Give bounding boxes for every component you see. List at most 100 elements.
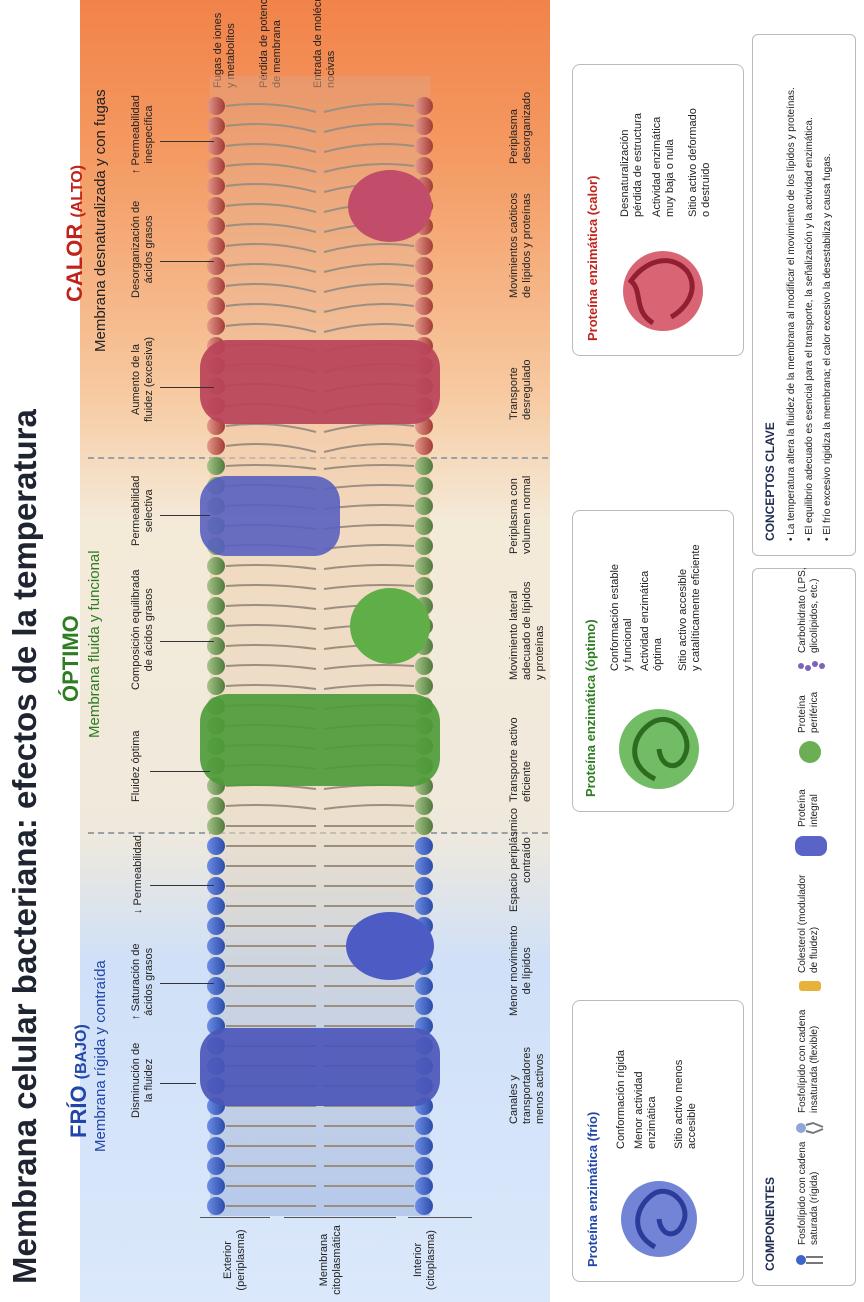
enzyme-card-line: Conformación rígida xyxy=(615,1050,628,1149)
label-cold-permeability: ↓ Permeabilidad xyxy=(132,835,145,914)
legend-carbohydrate: Carbohidrato (LPS, glicolípidos, etc.) xyxy=(797,567,821,653)
phospholipid-head xyxy=(207,457,225,475)
concept-item: • El frío excesivo rigidiza la membrana;… xyxy=(821,41,834,541)
cholesterol-icon xyxy=(797,977,825,995)
phospholipid-head xyxy=(207,857,225,875)
enzyme-card-line: Sitio activo menos accesible xyxy=(673,1060,699,1149)
legend-saturated: Fosfolípido con cadena saturada (rígida) xyxy=(797,1142,821,1245)
legend-cholesterol: Colesterol (modulador de fluidez) xyxy=(797,875,821,973)
label-hot-potential-loss: Pérdida de potencial de membrana xyxy=(258,0,284,88)
phospholipid-head xyxy=(207,997,225,1015)
zone-heading-optimal: ÓPTIMO xyxy=(58,615,84,702)
phospholipid-head xyxy=(415,857,433,875)
label-cold-saturation: ↑ Saturación de ácidos grasos xyxy=(130,944,156,1020)
concept-item: • La temperatura altera la fluidez de la… xyxy=(785,41,798,541)
phospholipid-head xyxy=(415,117,433,135)
phospholipid-head xyxy=(207,297,225,315)
enzyme-card-title: Proteína enzimática (frío) xyxy=(585,1112,600,1267)
phospholipid-head xyxy=(207,657,225,675)
enzyme-card-line: Sitio activo deformado o destruido xyxy=(687,108,713,217)
phospholipid-head xyxy=(207,957,225,975)
label-hot-noxious-entry: Entrada de moléculas nocivas xyxy=(312,0,338,88)
phospholipid-head xyxy=(207,317,225,335)
phospholipid-head xyxy=(207,597,225,615)
carbohydrate-icon xyxy=(797,657,825,675)
phospholipid-head xyxy=(207,557,225,575)
enzyme-card-title: Proteína enzimática (óptimo) xyxy=(583,619,598,797)
zone-subtitle-hot: Membrana desnaturalizada y con fugas xyxy=(92,89,109,352)
phospholipid-head xyxy=(207,977,225,995)
phospholipid-head xyxy=(415,837,433,855)
phospholipid-head xyxy=(207,197,225,215)
unsaturated-phospholipid-icon xyxy=(795,1119,825,1137)
phospholipid-head xyxy=(415,817,433,835)
phospholipid-head xyxy=(207,817,225,835)
page-title: Membrana celular bacteriana: efectos de … xyxy=(6,409,44,1284)
label-hot-fluidity: Aumento de la fluidez (excesiva) xyxy=(130,337,156,422)
enzyme-protein-icon xyxy=(609,699,709,799)
phospholipid-head xyxy=(415,1117,433,1135)
integral-protein-optimal xyxy=(200,694,440,786)
zone-heading-cold: FRÍO (BAJO) xyxy=(66,1024,92,1138)
legend-integral-protein: Proteína integral xyxy=(797,789,821,827)
leader-opt-fluidity xyxy=(150,771,210,772)
phospholipid-head xyxy=(415,157,433,175)
label-opt-composition: Composición equilibrada de ácidos grasos xyxy=(130,570,156,690)
side-bracket-membrane xyxy=(284,1217,396,1218)
phospholipid-head xyxy=(415,497,433,515)
phospholipid-head xyxy=(415,977,433,995)
peripheral-protein-icon xyxy=(797,739,823,765)
enzyme-card-line: Actividad enzimática muy baja o nula xyxy=(651,117,677,217)
phospholipid-head xyxy=(207,677,225,695)
enzyme-card-optimal: Proteína enzimática (óptimo) Conformació… xyxy=(572,510,734,812)
label-cold-fluidity: Disminución de la fluidez xyxy=(130,1043,156,1118)
zone-heading-hot: CALOR (ALTO) xyxy=(62,165,88,302)
phospholipid-head xyxy=(207,577,225,595)
peripheral-protein-hot xyxy=(348,170,432,242)
side-label-interior: Interior (citoplasma) xyxy=(412,1224,438,1296)
label-hot-chaotic-motion: Movimientos caóticos de lípidos y proteí… xyxy=(508,193,534,298)
integral-protein-hot xyxy=(200,340,440,424)
integral-protein-transition xyxy=(200,476,340,556)
label-cold-periplasm: Espacio periplásmico contraído xyxy=(508,808,534,912)
phospholipid-head xyxy=(415,457,433,475)
peripheral-protein-cold xyxy=(346,912,434,980)
enzyme-card-line: Conformación estable y funcional xyxy=(609,564,635,671)
phospholipid-head xyxy=(207,177,225,195)
saturated-phospholipid-icon xyxy=(795,1251,825,1269)
phospholipid-head xyxy=(415,897,433,915)
phospholipid-head xyxy=(207,137,225,155)
zone-subtitle-cold: Membrana rígida y contraída xyxy=(92,960,109,1152)
phospholipid-head xyxy=(415,1197,433,1215)
zone-subtitle-optimal: Membrana fluida y funcional xyxy=(86,550,103,738)
key-concepts-box: CONCEPTOS CLAVE • La temperatura altera … xyxy=(752,34,856,556)
phospholipid-head xyxy=(415,137,433,155)
phospholipid-head xyxy=(207,877,225,895)
phospholipid-head xyxy=(207,1197,225,1215)
components-legend: COMPONENTES Fosfolípido con cadena satur… xyxy=(752,568,856,1286)
concepts-heading: CONCEPTOS CLAVE xyxy=(763,422,777,541)
label-opt-lateral-motion: Movimiento lateral adecuado de lípidos y… xyxy=(508,582,547,680)
phospholipid-head xyxy=(207,1157,225,1175)
leader-hot-fluidity xyxy=(160,387,214,388)
phospholipid-head xyxy=(207,837,225,855)
side-label-exterior: Exterior (periplasma) xyxy=(222,1224,248,1296)
peripheral-protein-optimal xyxy=(350,588,430,664)
side-label-membrane: Membrana citoplasmática xyxy=(318,1218,344,1302)
legend-unsaturated: Fosfolípido con cadena insaturada (flexi… xyxy=(797,1010,821,1113)
phospholipid-head xyxy=(415,257,433,275)
label-opt-permeability: Permeabilidad selectiva xyxy=(130,476,156,546)
leader-hot-fatty-acids xyxy=(160,261,214,262)
phospholipid-head xyxy=(207,637,225,655)
phospholipid-head xyxy=(415,537,433,555)
enzyme-protein-icon xyxy=(611,1171,707,1267)
phospholipid-head xyxy=(207,437,225,455)
label-hot-fatty-acids: Desorganización de ácidos grasos xyxy=(130,201,156,298)
phospholipid-head xyxy=(415,517,433,535)
phospholipid-head xyxy=(207,157,225,175)
side-bracket-interior xyxy=(408,1217,472,1218)
leader-cold-saturation xyxy=(160,983,214,984)
concept-item: • El equilibrio adecuado es esencial par… xyxy=(803,41,816,541)
phospholipid-head xyxy=(415,1137,433,1155)
